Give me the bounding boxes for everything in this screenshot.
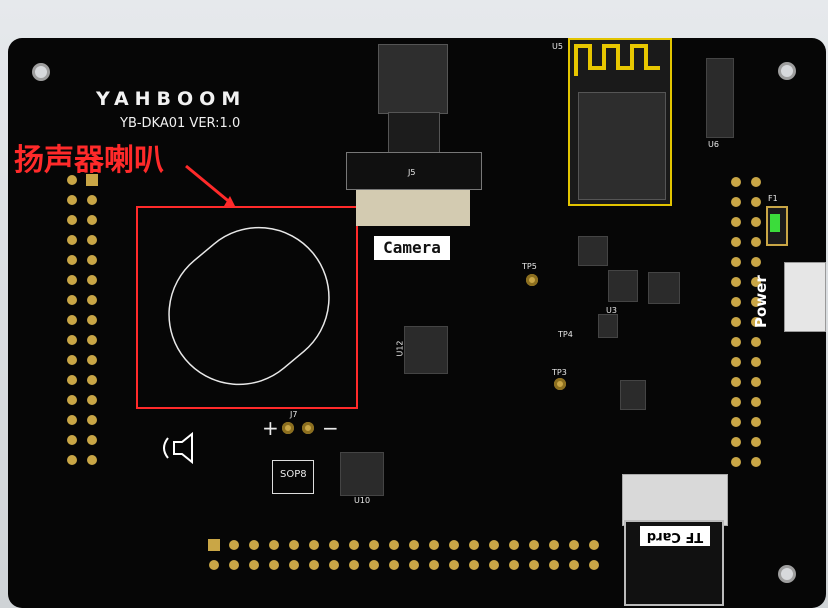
chip-u6 <box>706 58 734 138</box>
camera-connector-j5 <box>346 152 482 190</box>
j7-pad <box>282 422 294 434</box>
chip-u10 <box>340 452 384 496</box>
tp5-pad <box>526 274 538 286</box>
mounting-hole <box>778 565 796 583</box>
callout-arrow <box>185 164 236 208</box>
j7-label: J7 <box>290 410 298 419</box>
u6-label: U6 <box>708 140 719 149</box>
tf-card-label: TF Card <box>640 526 710 546</box>
speaker-callout-label: 扬声器喇叭 <box>14 143 164 178</box>
u12-label: U12 <box>395 340 405 357</box>
chip-inductor <box>608 270 638 302</box>
camera-flex-top <box>378 44 448 114</box>
chip-u12 <box>404 326 448 374</box>
chip-u3 <box>598 314 618 338</box>
camera-flex-neck <box>388 112 440 156</box>
mounting-hole <box>778 62 796 80</box>
tf-card-slot <box>622 474 728 526</box>
inductor-l3 <box>578 236 608 266</box>
j7-minus: − <box>322 416 339 440</box>
chip-small <box>620 380 646 410</box>
j5-label: J5 <box>408 168 416 177</box>
power-label: Power <box>752 275 770 328</box>
tp3-label: TP3 <box>552 368 567 377</box>
left-pin-header <box>67 174 98 465</box>
tp3-pad <box>554 378 566 390</box>
j7-pad <box>302 422 314 434</box>
u5-label: U5 <box>552 42 563 51</box>
f1-label: F1 <box>768 194 778 203</box>
tp4-label: TP4 <box>558 330 573 339</box>
speaker-icon <box>163 431 193 465</box>
mounting-hole <box>32 63 50 81</box>
u3-label: U3 <box>606 306 617 315</box>
u10-label: U10 <box>354 496 371 505</box>
antenna-trace <box>574 44 660 76</box>
fuse-led <box>770 214 780 232</box>
camera-label: Camera <box>374 236 450 260</box>
camera-connector-body <box>356 190 470 226</box>
brand-logo: YAHBOOM <box>96 88 247 110</box>
tp5-label: TP5 <box>522 262 537 271</box>
board-version: YB-DKA01 VER:1.0 <box>120 116 241 131</box>
right-pin-header <box>731 177 761 467</box>
inductor-l1 <box>648 272 680 304</box>
speaker-highlight-box <box>136 206 358 409</box>
wifi-module-shield <box>578 92 666 200</box>
sop8-label: SOP8 <box>280 469 307 480</box>
bottom-pin-header <box>208 539 599 570</box>
power-switch <box>784 262 826 332</box>
speaker-outline <box>168 226 330 386</box>
sop8-footprint <box>272 460 314 494</box>
j7-plus: + <box>262 416 279 440</box>
